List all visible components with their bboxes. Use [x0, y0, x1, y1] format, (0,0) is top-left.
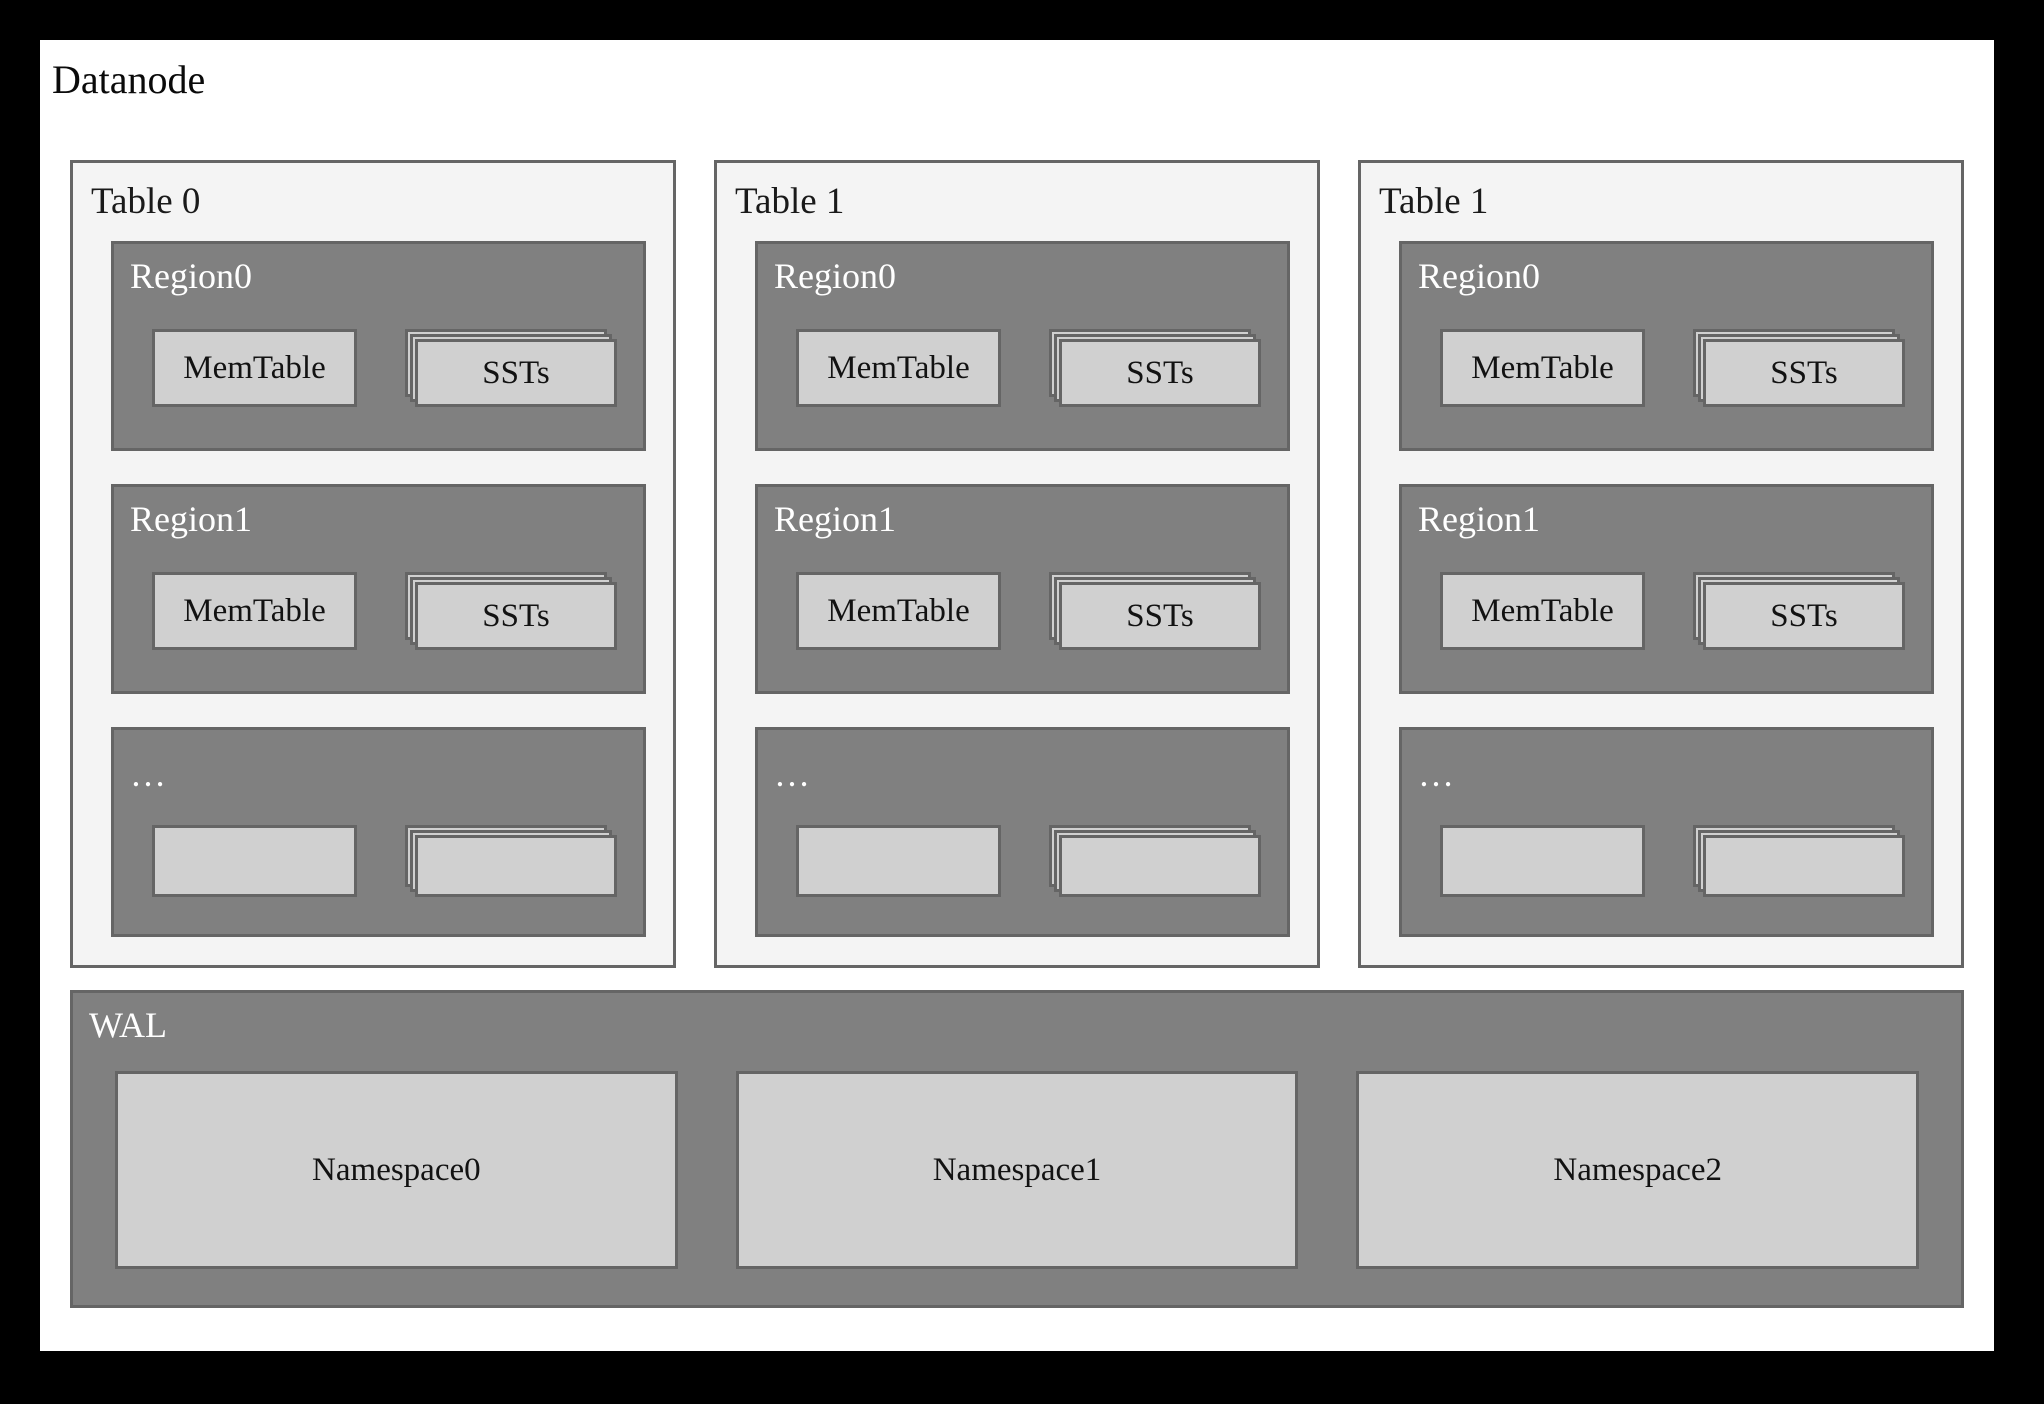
namespace-box[interactable]: Namespace2	[1356, 1071, 1920, 1269]
sst-stack[interactable]: SSTs	[1693, 572, 1905, 650]
wal-title: WAL	[89, 1005, 167, 1045]
sst-stack-layer-front: SSTs	[1703, 582, 1905, 650]
memtable-box[interactable]: MemTable	[1440, 329, 1645, 407]
region-boxes: MemTable SSTs	[1440, 551, 1909, 671]
table-panel[interactable]: Table 1 Region0 MemTable SSTs	[714, 160, 1320, 968]
wal-block[interactable]: WAL Namespace0 Namespace1 Namespace2	[70, 990, 1964, 1308]
namespace-box[interactable]: Namespace1	[735, 1071, 1299, 1269]
namespace-box[interactable]: Namespace0	[115, 1071, 678, 1269]
memtable-box[interactable]: MemTable	[152, 329, 357, 407]
region-block[interactable]: Region0 MemTable SSTs	[111, 241, 646, 451]
memtable-box[interactable]: MemTable	[152, 572, 357, 650]
region-boxes: MemTable SSTs	[152, 551, 621, 671]
sst-stack-layer-front: SSTs	[1703, 339, 1905, 407]
region-block[interactable]: Region0 MemTable SSTs	[755, 241, 1290, 451]
table-title: Table 0	[91, 181, 201, 222]
sst-stack[interactable]: SSTs	[405, 572, 617, 650]
region-boxes: MemTable SSTs	[796, 308, 1265, 428]
region-boxes: MemTable SSTs	[1440, 308, 1909, 428]
more-regions-ellipsis-icon: …	[130, 754, 167, 794]
memtable-box[interactable]: MemTable	[1440, 572, 1645, 650]
sst-stack-layer-front: SSTs	[1059, 582, 1261, 650]
region-boxes: MemTable SSTs	[796, 551, 1265, 671]
regions-list: Region0 MemTable SSTs Region1	[111, 241, 646, 937]
sst-stack[interactable]: SSTs	[1049, 329, 1261, 407]
table-title: Table 1	[735, 181, 845, 222]
memtable-box[interactable]: MemTable	[796, 329, 1001, 407]
memtable-box-placeholder[interactable]	[796, 825, 1001, 897]
table-panel[interactable]: Table 0 Region0 MemTable SSTs	[70, 160, 676, 968]
region-title: Region1	[1418, 499, 1540, 539]
sst-stack-layer-front: SSTs	[415, 339, 617, 407]
sst-stack-layer-front	[1059, 835, 1261, 897]
region-boxes: MemTable SSTs	[152, 308, 621, 428]
table-title: Table 1	[1379, 181, 1489, 222]
region-block[interactable]: Region1 MemTable SSTs	[111, 484, 646, 694]
region-boxes	[796, 802, 1265, 920]
region-boxes	[1440, 802, 1909, 920]
page-title: Datanode	[52, 57, 206, 102]
region-block-more[interactable]: …	[111, 727, 646, 937]
sst-stack-layer-front	[415, 835, 617, 897]
sst-stack-placeholder[interactable]	[1049, 825, 1261, 897]
sst-stack-layer-front	[1703, 835, 1905, 897]
more-regions-ellipsis-icon: …	[1418, 754, 1455, 794]
memtable-box[interactable]: MemTable	[796, 572, 1001, 650]
region-block[interactable]: Region1 MemTable SSTs	[1399, 484, 1934, 694]
sst-stack-layer-front: SSTs	[1059, 339, 1261, 407]
table-panel[interactable]: Table 1 Region0 MemTable SSTs	[1358, 160, 1964, 968]
region-title: Region1	[130, 499, 252, 539]
region-block-more[interactable]: …	[755, 727, 1290, 937]
region-block[interactable]: Region0 MemTable SSTs	[1399, 241, 1934, 451]
wal-namespaces-row: Namespace0 Namespace1 Namespace2	[115, 1071, 1920, 1269]
region-title: Region0	[130, 256, 252, 296]
sst-stack[interactable]: SSTs	[1049, 572, 1261, 650]
memtable-box-placeholder[interactable]	[1440, 825, 1645, 897]
diagram-canvas: Datanode Table 0 Region0 MemTable SSTs	[40, 40, 1994, 1351]
region-block-more[interactable]: …	[1399, 727, 1934, 937]
sst-stack-layer-front: SSTs	[415, 582, 617, 650]
sst-stack-placeholder[interactable]	[405, 825, 617, 897]
regions-list: Region0 MemTable SSTs Region1	[755, 241, 1290, 937]
region-title: Region0	[774, 256, 896, 296]
region-title: Region0	[1418, 256, 1540, 296]
sst-stack[interactable]: SSTs	[405, 329, 617, 407]
more-regions-ellipsis-icon: …	[774, 754, 811, 794]
regions-list: Region0 MemTable SSTs Region1	[1399, 241, 1934, 937]
memtable-box-placeholder[interactable]	[152, 825, 357, 897]
region-boxes	[152, 802, 621, 920]
sst-stack[interactable]: SSTs	[1693, 329, 1905, 407]
region-title: Region1	[774, 499, 896, 539]
region-block[interactable]: Region1 MemTable SSTs	[755, 484, 1290, 694]
sst-stack-placeholder[interactable]	[1693, 825, 1905, 897]
tables-row: Table 0 Region0 MemTable SSTs	[70, 160, 1964, 968]
